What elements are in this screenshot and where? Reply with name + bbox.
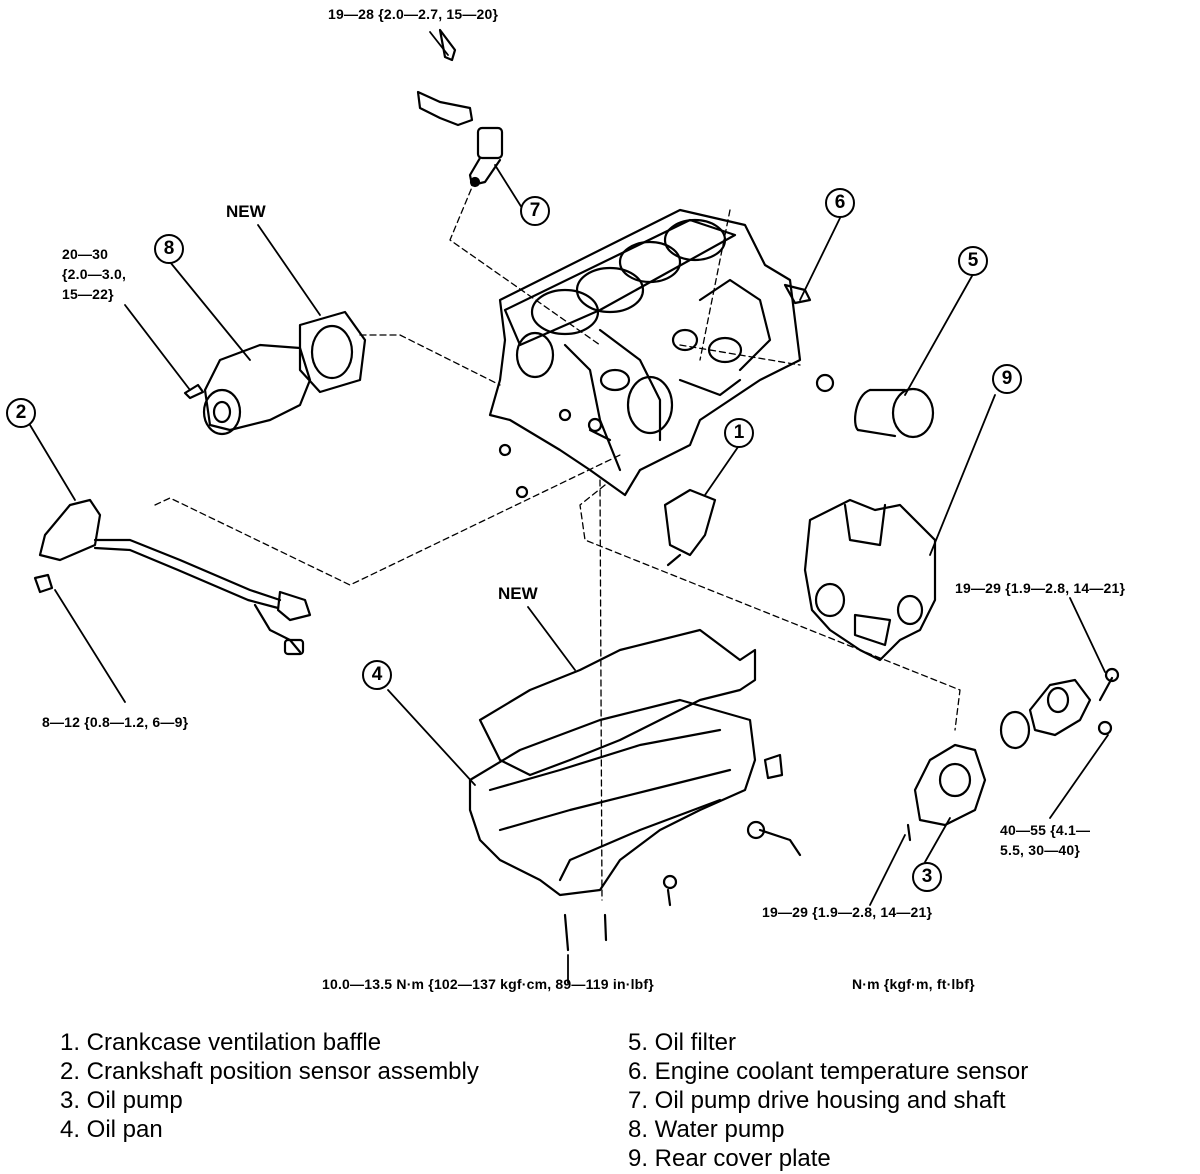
torque-label-oil-pan-bolts: 10.0—13.5 N·m {102—137 kgf·cm, 89—119 in… xyxy=(322,976,654,992)
rear-cover-plate-drawing xyxy=(803,498,937,662)
loose-bolts xyxy=(498,408,572,499)
parts-legend-right: 5. Oil filter 6. Engine coolant temperat… xyxy=(628,1028,1028,1173)
torque-label-crank-sensor-bolt: 8—12 {0.8—1.2, 6—9} xyxy=(42,714,189,730)
callout-9: 9 xyxy=(992,364,1022,394)
legend-item: 6. Engine coolant temperature sensor xyxy=(628,1058,1029,1085)
torque-line: 15—22} xyxy=(62,286,114,302)
callout-5: 5 xyxy=(958,246,988,276)
callout-7: 7 xyxy=(520,196,550,226)
legend-item: 7. Oil pump drive housing and shaft xyxy=(628,1087,1006,1114)
torque-line: 5.5, 30—40} xyxy=(1000,842,1081,858)
cylinder-block xyxy=(488,208,802,497)
legend-item: 5. Oil filter xyxy=(628,1029,737,1056)
callout-8: 8 xyxy=(154,234,184,264)
callout-6: 6 xyxy=(825,188,855,218)
oil-pump-drive-housing-drawing xyxy=(416,28,504,188)
ventilation-baffle-drawing xyxy=(663,488,717,567)
torque-label-oil-pump-upper: 19—29 {1.9—2.8, 14—21} xyxy=(955,580,1126,596)
assembly-guide-lines xyxy=(154,179,961,901)
oil-pump-drawing xyxy=(906,667,1120,842)
oil-filter-drawing xyxy=(815,373,935,439)
leader-lines xyxy=(29,31,1109,984)
legend-item: 4. Oil pan xyxy=(60,1116,163,1143)
new-label-water-pump-gasket: NEW xyxy=(226,202,266,221)
torque-label-oil-pump-lower: 19—29 {1.9—2.8, 14—21} xyxy=(762,904,933,920)
callout-4: 4 xyxy=(362,660,392,690)
torque-line: 20—30 xyxy=(62,246,109,262)
coolant-sensor-drawing xyxy=(783,283,812,305)
torque-label-oil-pump-nut: 40—55 {4.1— 5.5, 30—40} xyxy=(1000,820,1090,860)
torque-label-sensor-bolt: 19—28 {2.0—2.7, 15—20} xyxy=(328,6,499,22)
legend-item: 8. Water pump xyxy=(628,1116,785,1143)
legend-item: 2. Crankshaft position sensor assembly xyxy=(60,1058,479,1085)
torque-label-water-pump-bolt: 20—30 {2.0—3.0, 15—22} xyxy=(62,244,126,304)
callout-2: 2 xyxy=(6,398,36,428)
parts-legend-left: 1. Crankcase ventilation baffle 2. Crank… xyxy=(60,1028,479,1144)
torque-units-note: N·m {kgf·m, ft·lbf} xyxy=(852,976,975,992)
callout-1: 1 xyxy=(724,418,754,448)
legend-item: 3. Oil pump xyxy=(60,1087,183,1114)
legend-item: 1. Crankcase ventilation baffle xyxy=(60,1029,382,1056)
new-label-oil-pan-gasket: NEW xyxy=(498,584,538,603)
torque-line: {2.0—3.0, xyxy=(62,266,127,282)
oil-pan-drawing xyxy=(468,628,802,952)
crankshaft-sensor-drawing xyxy=(33,498,312,656)
callout-3: 3 xyxy=(912,862,942,892)
torque-line: 40—55 {4.1— xyxy=(1000,822,1091,838)
water-pump-drawing xyxy=(183,310,367,436)
legend-item: 9. Rear cover plate xyxy=(628,1145,831,1172)
